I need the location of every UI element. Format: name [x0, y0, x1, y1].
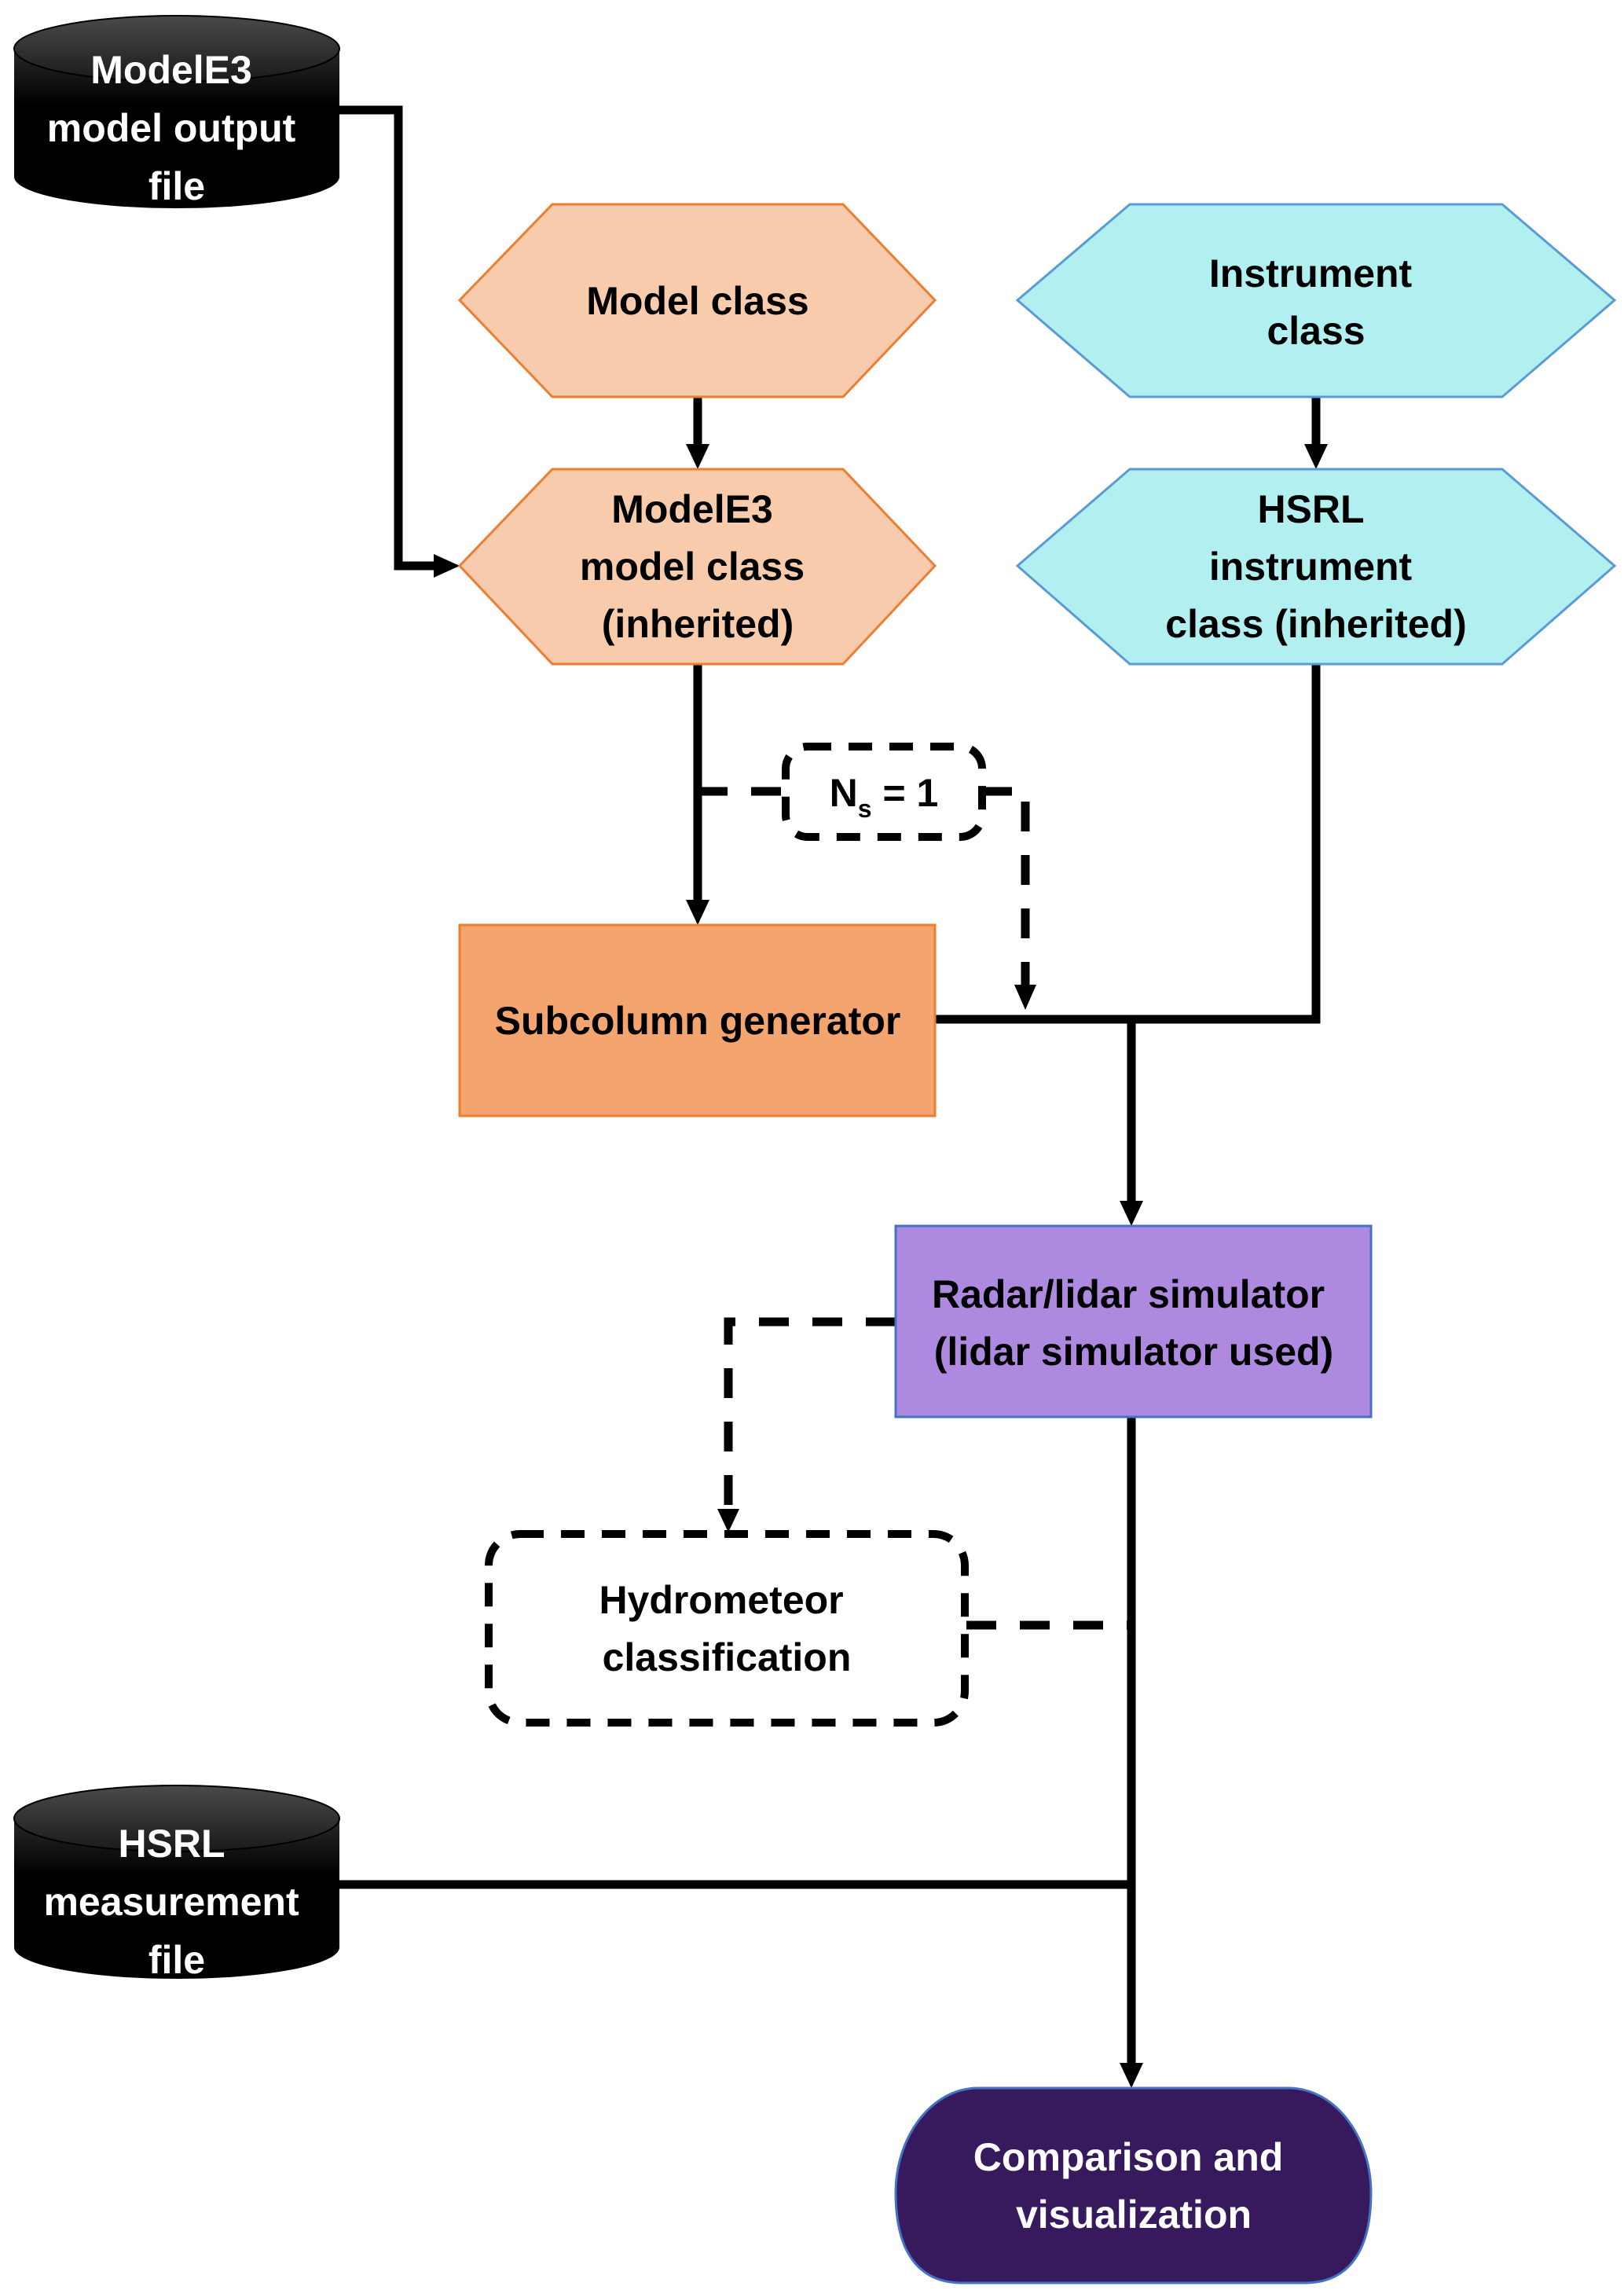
- hexagon-shape: [1015, 203, 1617, 398]
- cylinder-top: [13, 15, 340, 83]
- arrowhead-icon: [434, 554, 460, 578]
- hexagon-shape: [457, 468, 937, 666]
- data-file-modele3-output[interactable]: ModelE3 model output file: [13, 15, 340, 208]
- arrowhead-icon: [686, 444, 709, 469]
- node-hydrometeor-classification[interactable]: Hydrometeor classification: [485, 1530, 969, 1727]
- node-label: Hydrometeor classification: [599, 1578, 854, 1679]
- node-label: ModelE3 model class (inherited): [580, 487, 816, 646]
- node-label: Instrument class: [1209, 251, 1423, 353]
- node-label: Comparison and visualization: [973, 2135, 1294, 2237]
- hexagon-shape: [457, 203, 937, 398]
- arrowhead-icon: [1120, 2063, 1143, 2088]
- edge-dashed-radar-to-hydrometeor: [724, 1317, 896, 1510]
- node-model-class[interactable]: Model class: [457, 203, 937, 398]
- dashed-box-shape: [782, 743, 986, 841]
- hexagon-shape: [1015, 468, 1617, 666]
- node-label: ModelE3 model output file: [47, 48, 307, 208]
- database-cylinder-icon: [14, 49, 339, 208]
- ns-label: Ns = 1: [830, 771, 939, 823]
- arrowheads: [434, 444, 1328, 2088]
- dashed-box-shape: [485, 1530, 969, 1727]
- edge-output-file-to-modele3-class: [339, 105, 440, 571]
- edge-dashed-ns-to-output: [982, 787, 1030, 986]
- arrowhead-icon: [1120, 1201, 1143, 1226]
- cylinder-top: [13, 1785, 340, 1852]
- data-file-hsrl-measurement[interactable]: HSRL measurement file: [13, 1785, 340, 1982]
- database-cylinder-icon: [14, 1818, 339, 1979]
- arrowhead-icon: [1014, 985, 1036, 1010]
- arrowhead-icon: [1304, 444, 1328, 469]
- connectors: [339, 105, 1321, 2065]
- node-label: HSRL measurement file: [43, 1822, 310, 1982]
- arrowhead-icon: [686, 900, 709, 925]
- process-box-shape: [458, 923, 937, 1117]
- arrowhead-icon: [717, 1509, 739, 1532]
- node-instrument-class[interactable]: Instrument class: [1015, 203, 1617, 398]
- node-label: HSRL instrument class (inherited): [1165, 487, 1466, 646]
- node-label: Radar/lidar simulator (lidar simulator u…: [932, 1272, 1336, 1374]
- node-label: Model class: [586, 279, 808, 323]
- node-modele3-model-class[interactable]: ModelE3 model class (inherited): [457, 468, 937, 666]
- node-comparison-visualization[interactable]: Comparison and visualization: [894, 2086, 1373, 2284]
- node-ns-setting[interactable]: Ns = 1: [782, 743, 986, 841]
- terminator-shape: [894, 2086, 1373, 2284]
- edge-subcolumn-to-junction: [935, 664, 1321, 1024]
- node-label: Subcolumn generator: [495, 999, 901, 1043]
- node-subcolumn-generator[interactable]: Subcolumn generator: [458, 923, 937, 1117]
- node-radar-lidar-simulator[interactable]: Radar/lidar simulator (lidar simulator u…: [894, 1224, 1373, 1418]
- dashed-connectors: [698, 787, 1131, 1630]
- process-box-shape: [894, 1224, 1373, 1418]
- node-hsrl-instrument-class[interactable]: HSRL instrument class (inherited): [1015, 468, 1617, 666]
